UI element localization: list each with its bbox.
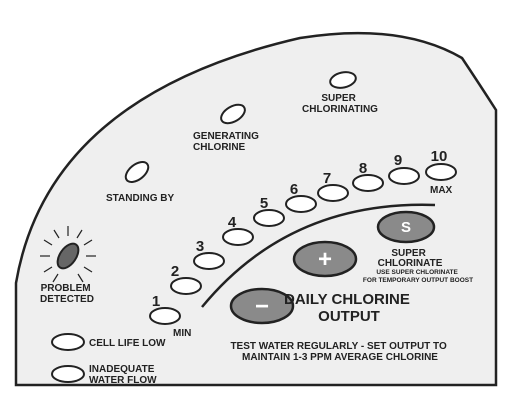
output-led-4	[222, 228, 254, 246]
output-level-leds	[149, 163, 457, 325]
instructions-text: TEST WATER REGULARLY - SET OUTPUT TO MAI…	[230, 341, 449, 363]
output-led-7	[317, 184, 349, 202]
standing-by-label: STANDING BY	[106, 193, 174, 204]
super-chlorinating-label: SUPER CHLORINATING	[302, 93, 378, 115]
output-led-6	[285, 195, 317, 213]
level-number: 10	[431, 148, 448, 165]
problem-detected-label: PROBLEM DETECTED	[40, 283, 94, 305]
inadequate-water-flow-led	[51, 365, 85, 383]
generating-chlorine-label: GENERATING CHLORINE	[193, 131, 262, 153]
output-level-numbers: 1 2 3 4 5 6 7 8 9 10	[152, 148, 448, 310]
panel-outline	[14, 31, 498, 387]
output-led-2	[170, 277, 202, 295]
level-number: 5	[260, 195, 268, 212]
daily-chlorine-output-label: DAILY CHLORINE OUTPUT	[284, 291, 414, 325]
level-number: 1	[152, 293, 160, 310]
output-scale-arc	[201, 203, 436, 308]
output-led-3	[193, 252, 225, 270]
increase-output-button[interactable]: +	[292, 240, 358, 278]
cell-life-low-label: CELL LIFE LOW	[89, 338, 166, 349]
problem-detected-led	[40, 226, 96, 283]
level-number: 3	[196, 238, 204, 255]
minus-icon: −	[255, 293, 269, 320]
output-led-9	[388, 167, 420, 185]
min-label: MIN	[173, 328, 191, 339]
max-label: MAX	[430, 185, 453, 196]
super-button-symbol: S	[401, 219, 411, 236]
level-number: 9	[394, 152, 402, 169]
level-number: 8	[359, 160, 367, 177]
output-led-10	[425, 163, 457, 181]
plus-icon: +	[318, 246, 332, 273]
level-number: 2	[171, 263, 179, 280]
super-chlorinate-label: SUPER CHLORINATE	[378, 248, 443, 269]
output-led-1	[149, 307, 181, 325]
level-number: 7	[323, 170, 331, 187]
level-number: 6	[290, 181, 298, 198]
level-number: 4	[228, 214, 237, 231]
standing-by-led	[124, 161, 150, 183]
generating-chlorine-led	[220, 103, 246, 125]
super-chlorinating-led	[329, 71, 357, 89]
super-chlorinate-button[interactable]: S	[376, 210, 436, 244]
output-led-8	[352, 174, 384, 192]
super-chlorinate-note: USE SUPER CHLORINATE FOR TEMPORARY OUTPU…	[363, 269, 473, 284]
output-led-5	[253, 209, 285, 227]
decrease-output-button[interactable]: −	[229, 287, 295, 325]
cell-life-low-led	[51, 333, 85, 351]
inadequate-water-flow-label: INADEQUATE WATER FLOW	[89, 364, 157, 386]
